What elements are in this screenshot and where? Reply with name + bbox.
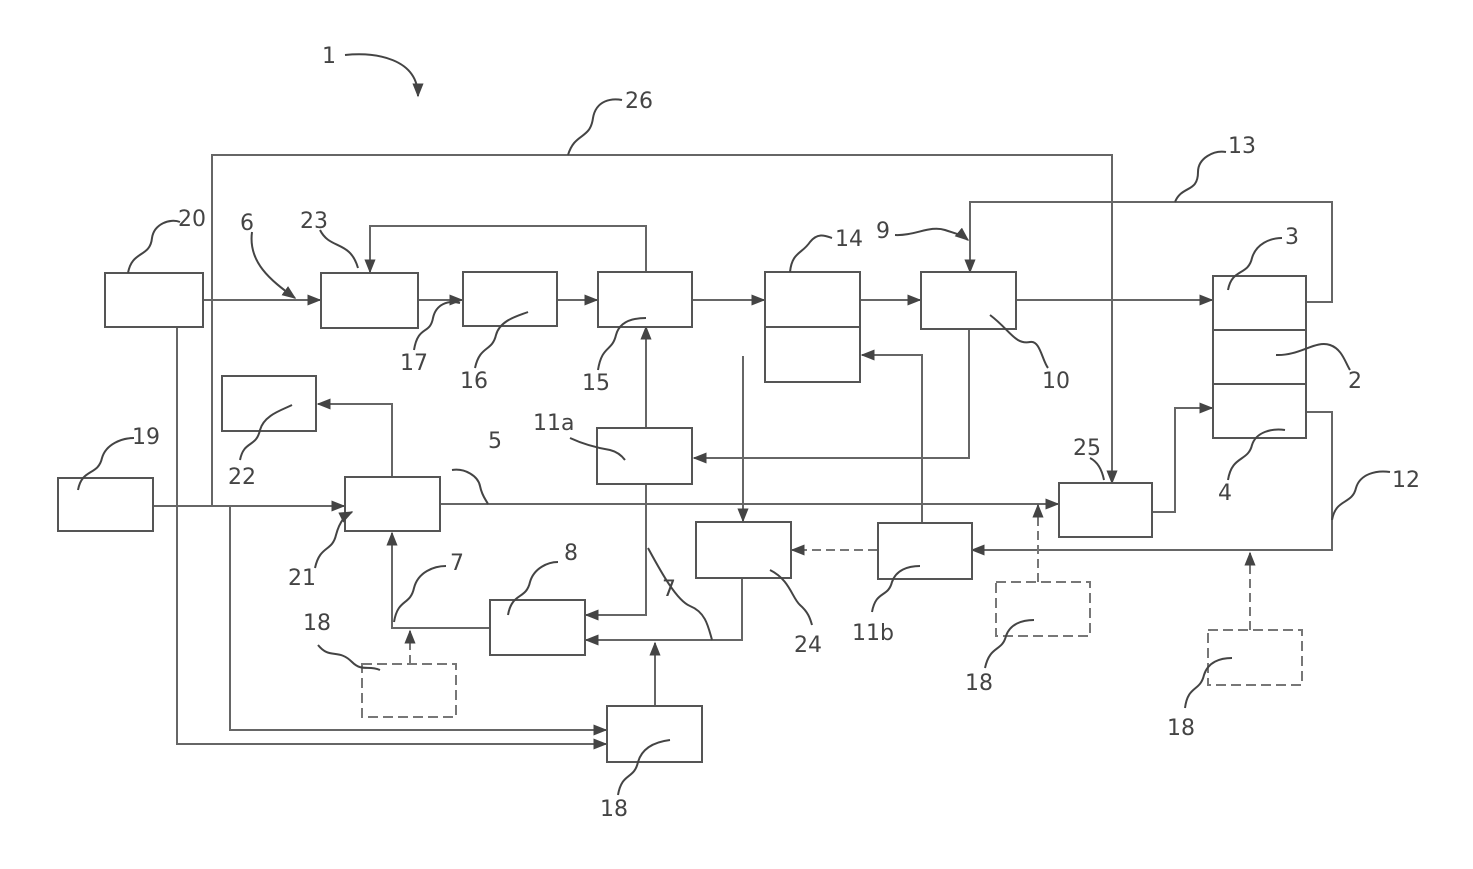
label-11a: 11a [533,411,574,436]
label-6: 6 [240,211,254,236]
block-19 [58,478,153,531]
leader-9 [895,229,968,240]
label-13: 13 [1228,134,1256,159]
label-15: 15 [582,371,610,396]
label-21: 21 [288,566,316,591]
block-18-left-dashed [362,664,456,717]
label-7-left: 7 [450,551,464,576]
leader-26 [568,99,622,155]
block-20 [105,273,203,327]
label-3: 3 [1285,225,1299,250]
block-10 [921,272,1016,329]
leader-1 [345,54,418,96]
block-16 [463,272,557,326]
label-17: 17 [400,351,428,376]
block-2-3-4 [1213,276,1306,438]
label-2: 2 [1348,369,1362,394]
label-4: 4 [1218,481,1232,506]
leader-13 [1175,152,1226,202]
label-23: 23 [300,209,328,234]
leader-12 [1332,472,1390,520]
label-20: 20 [178,207,206,232]
block-18-right-dashed [1208,630,1302,685]
line-15-to-23 [370,226,646,272]
leader-17 [414,302,460,350]
block-22 [222,376,316,431]
block-18-bottom [607,706,702,762]
label-16: 16 [460,369,488,394]
label-5: 5 [488,429,502,454]
label-25: 25 [1073,436,1101,461]
block-11a [597,428,692,484]
line-8-to-21 [392,533,490,628]
label-7-right: 7 [662,577,676,602]
label-19: 19 [132,425,160,450]
blocks [58,272,1306,762]
leader-5 [452,470,488,504]
label-9: 9 [876,219,890,244]
label-24: 24 [794,633,822,658]
label-14: 14 [835,227,863,252]
connections [153,155,1332,744]
leader-14 [790,236,832,273]
label-10: 10 [1042,369,1070,394]
leader-10 [990,315,1048,368]
label-1: 1 [322,44,336,69]
label-26: 26 [625,89,653,114]
label-18-mid: 18 [965,671,993,696]
leader-6 [252,232,295,298]
label-11b: 11b [852,621,894,646]
leader-23 [320,230,358,268]
block-25 [1059,483,1152,537]
leader-20 [128,221,180,273]
leader-7-left [394,566,446,622]
block-11b [878,523,972,579]
line-25-to-4 [1152,408,1212,512]
label-18-right: 18 [1167,716,1195,741]
label-12: 12 [1392,468,1420,493]
label-22: 22 [228,465,256,490]
line-11b-to-14 [862,355,922,524]
label-8: 8 [564,541,578,566]
block-21 [345,477,440,531]
line-21-to-22 [318,404,392,476]
block-8 [490,600,585,655]
label-18-bottom: 18 [600,797,628,822]
block-23 [321,273,418,328]
block-24 [696,522,791,578]
label-18-left: 18 [303,611,331,636]
leader-25 [1090,458,1104,480]
block-14 [765,272,860,382]
